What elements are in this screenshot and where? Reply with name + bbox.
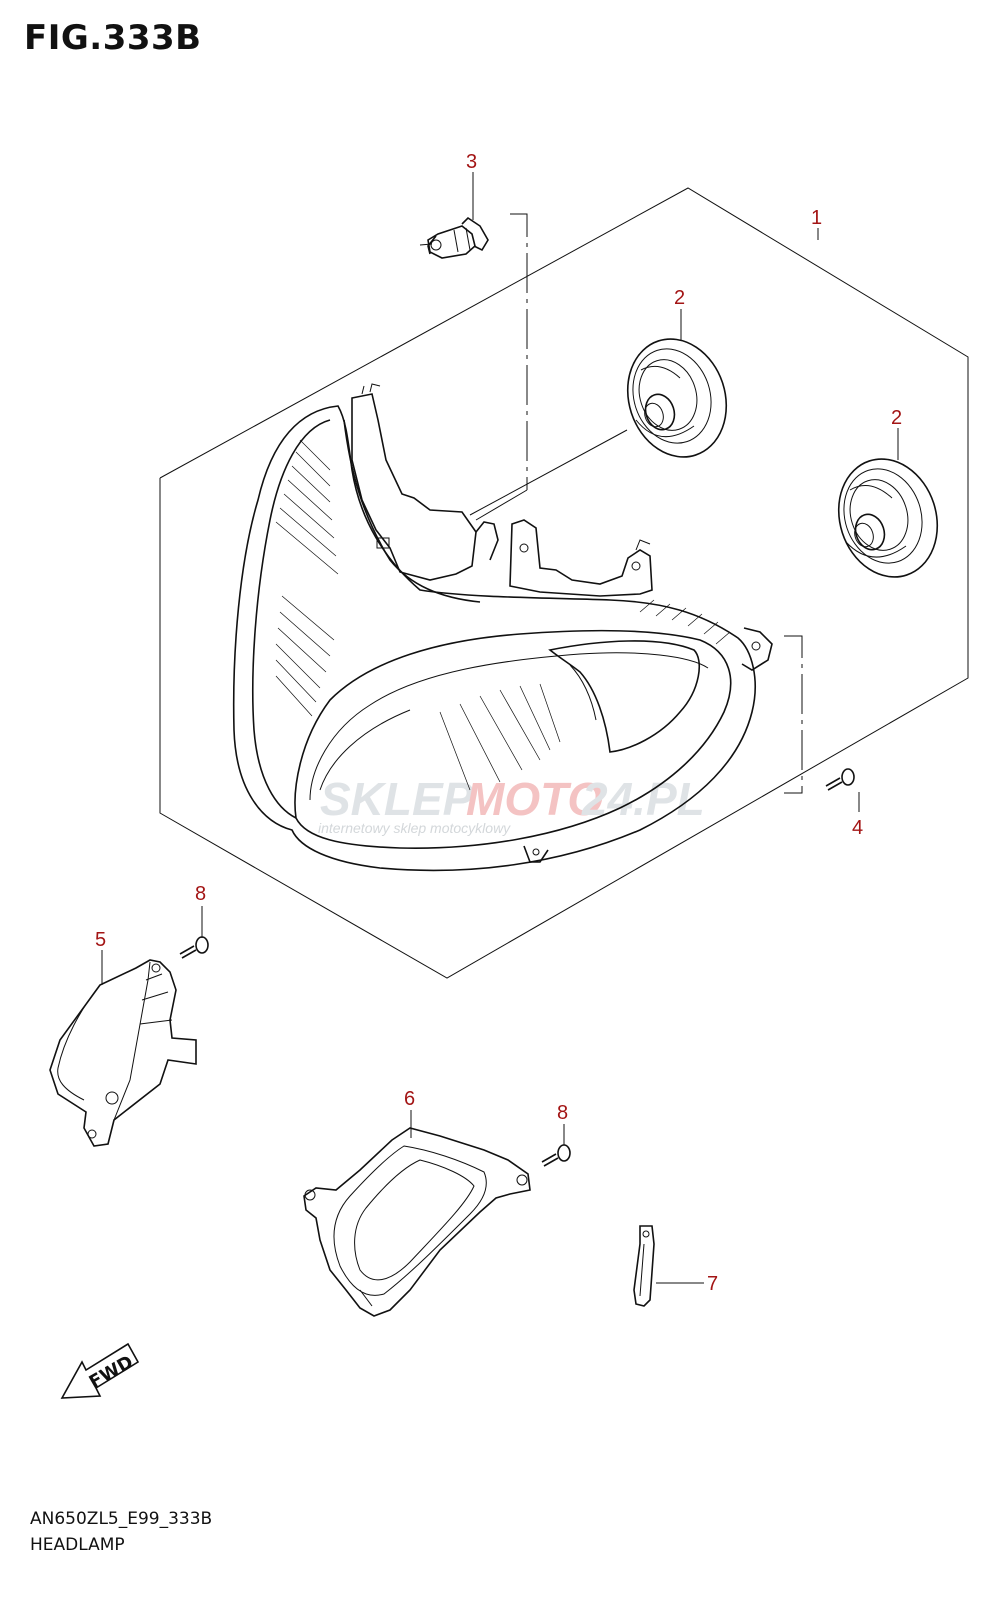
screw-part-8-lower bbox=[541, 1144, 571, 1167]
watermark-text-1: SKLEP bbox=[320, 773, 474, 825]
callout-3: 3 bbox=[466, 151, 477, 173]
figure-name: HEADLAMP bbox=[30, 1535, 125, 1555]
callout-2-lower: 2 bbox=[891, 407, 902, 429]
rubber-cap-upper bbox=[626, 338, 728, 458]
strap-part-7 bbox=[633, 1225, 655, 1307]
callout-1: 1 bbox=[811, 207, 822, 229]
watermark-subtitle: internetowy sklep motocyklowy bbox=[318, 820, 511, 836]
callout-8-upper: 8 bbox=[195, 883, 206, 905]
screw-part-4 bbox=[825, 768, 855, 791]
callout-4: 4 bbox=[852, 817, 863, 839]
callout-6: 6 bbox=[404, 1088, 415, 1110]
callout-7: 7 bbox=[707, 1273, 718, 1295]
figure-code: AN650ZL5_E99_333B bbox=[30, 1509, 213, 1529]
callout-2-upper: 2 bbox=[674, 287, 685, 309]
figure-title: FIG.333B bbox=[24, 18, 202, 58]
fwd-label: FWD bbox=[86, 1352, 137, 1394]
assembly-boundary bbox=[159, 187, 969, 979]
lower-cover bbox=[303, 1127, 531, 1317]
leader-lines bbox=[101, 172, 899, 1284]
callout-numbers: 3 1 2 2 4 8 5 6 8 7 bbox=[95, 151, 902, 1295]
headlamp-housing bbox=[232, 383, 773, 872]
watermark: SKLEP MOTO 24.PL internetowy sklep motoc… bbox=[318, 773, 705, 836]
screw-part-8-upper bbox=[179, 936, 209, 959]
callout-5: 5 bbox=[95, 929, 106, 951]
rubber-cap-lower bbox=[837, 458, 939, 578]
bulb-part bbox=[419, 180, 489, 259]
watermark-text-2: MOTO bbox=[466, 773, 603, 825]
position-lamp-left bbox=[49, 959, 197, 1147]
callout-8-lower: 8 bbox=[557, 1102, 568, 1124]
fwd-arrow-icon: FWD bbox=[60, 1342, 140, 1399]
